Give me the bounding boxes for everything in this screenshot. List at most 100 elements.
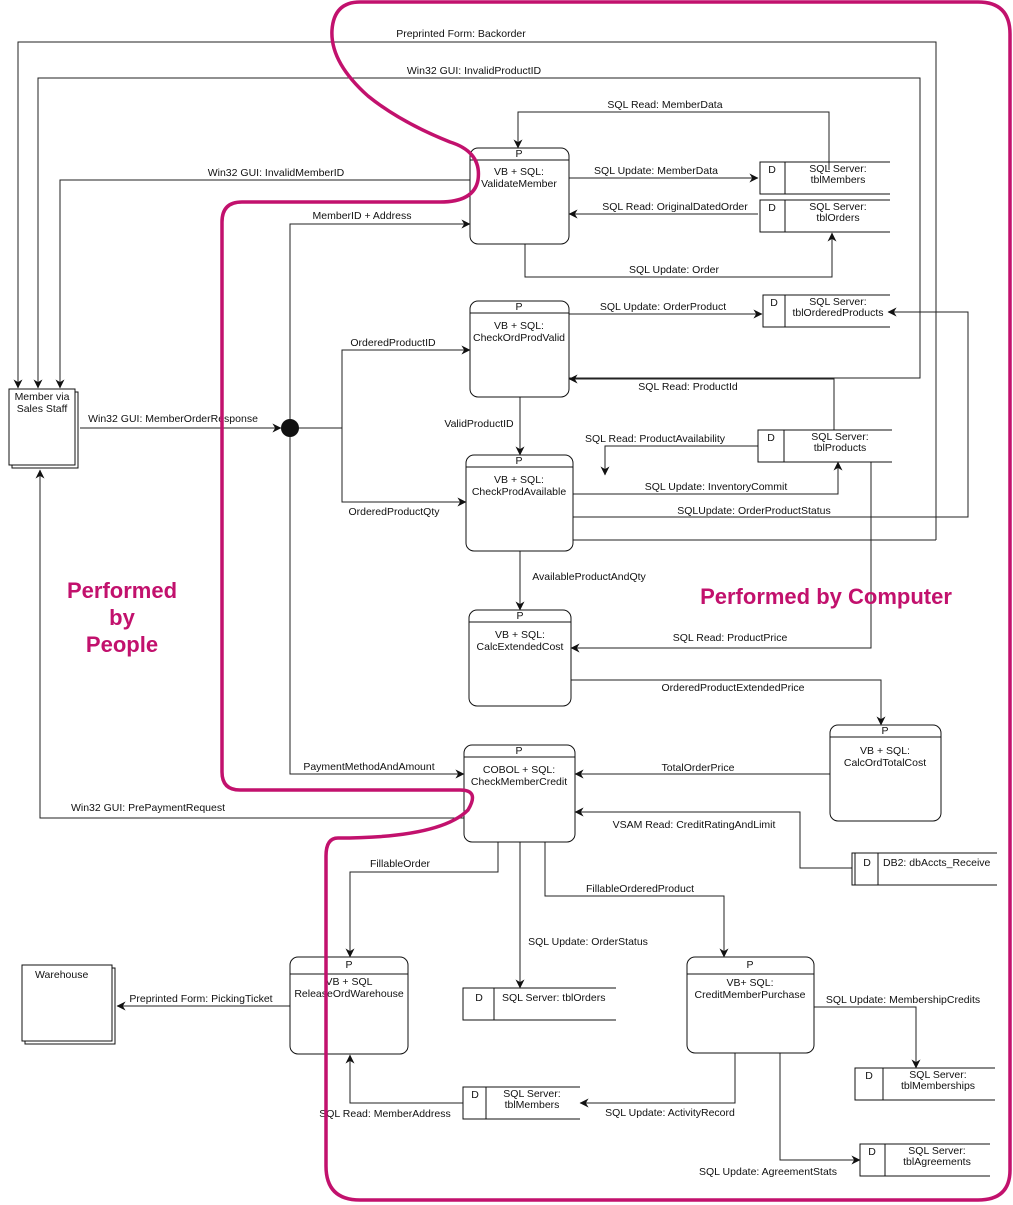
process-tech: VB + SQL:: [860, 745, 910, 757]
process-name: ValidateMember: [481, 178, 557, 190]
flow-update-activity-record: [579, 1053, 736, 1108]
datastore-id: D: [768, 202, 776, 214]
process-id: P: [515, 148, 522, 160]
datastore-line2: tblProducts: [814, 442, 867, 454]
process-id: P: [515, 745, 522, 757]
process-name: CreditMemberPurchase: [695, 989, 806, 1001]
datastore-line1: SQL Server:: [908, 1145, 965, 1157]
flow-label-invalid-member-id: Win32 GUI: InvalidMemberID: [208, 167, 345, 179]
flow-invalid-member-id: [55, 179, 470, 389]
flow-update-order-product-status: [573, 307, 969, 518]
flow-label-invalid-product-id: Win32 GUI: InvalidProductID: [407, 65, 542, 77]
flow-label-read-product-price: SQL Read: ProductPrice: [673, 632, 788, 644]
automation-boundary: [220, 0, 1012, 1202]
process-release-ord-warehouse: P VB + SQL ReleaseOrdWarehouse: [289, 956, 409, 1055]
region-label-people-3: People: [86, 632, 158, 657]
datastore-tbl-members-top: D SQL Server: tblMembers: [759, 161, 890, 195]
process-tech: COBOL + SQL:: [483, 764, 555, 776]
process-tech: VB + SQL:: [494, 474, 544, 486]
process-name: CheckMemberCredit: [471, 776, 567, 788]
process-id: P: [881, 725, 888, 737]
flow-update-agreement-stats: [779, 1053, 861, 1165]
process-tech: VB+ SQL:: [727, 977, 774, 989]
datastore-line1: SQL Server:: [809, 296, 866, 308]
flow-read-product-id: [568, 374, 835, 430]
datastore-id: D: [770, 297, 778, 309]
flow-label-update-order-status: SQL Update: OrderStatus: [528, 936, 648, 948]
datastore-id: D: [863, 857, 871, 869]
flow-label-read-original-dated-order: SQL Read: OriginalDatedOrder: [602, 201, 748, 213]
datastore-line1: SQL Server:: [809, 163, 866, 175]
region-label-people-1: Performed: [67, 578, 177, 603]
datastore-line1: SQL Server:: [811, 431, 868, 443]
flow-label-update-order-product: SQL Update: OrderProduct: [600, 301, 726, 313]
flow-label-read-product-availability: SQL Read: ProductAvailability: [585, 433, 726, 445]
process-name: CheckOrdProdValid: [473, 332, 565, 344]
flow-label-read-member-address: SQL Read: MemberAddress: [319, 1108, 451, 1120]
flow-label-fillable-order: FillableOrder: [370, 858, 431, 870]
datastore-tbl-memberships: D SQL Server: tblMemberships: [854, 1067, 995, 1101]
external-entity-member: Member via Sales Staff: [8, 388, 79, 469]
flow-ordered-product-qty: [290, 427, 467, 507]
process-name: CalcOrdTotalCost: [844, 757, 926, 769]
flow-label-read-product-id: SQL Read: ProductId: [638, 381, 738, 393]
process-name: CalcExtendedCost: [477, 641, 564, 653]
datastore-line1: SQL Server:: [909, 1069, 966, 1081]
flow-label-picking-ticket: Preprinted Form: PickingTicket: [129, 993, 272, 1005]
datastore-tbl-orders-bottom: D SQL Server: tblOrders: [462, 987, 616, 1021]
process-calc-extended-cost: P VB + SQL: CalcExtendedCost: [468, 609, 572, 707]
flow-label-ordered-product-extended-price: OrderedProductExtendedPrice: [662, 682, 805, 694]
process-id: P: [516, 610, 523, 622]
process-id: P: [345, 959, 352, 971]
flow-label-ordered-product-id: OrderedProductID: [350, 337, 436, 349]
flow-update-membership-credits: [814, 1006, 921, 1069]
datastore-id: D: [475, 992, 483, 1004]
datastore-id: D: [865, 1070, 873, 1082]
flow-label-update-order-product-status: SQLUpdate: OrderProductStatus: [677, 505, 831, 517]
datastore-id: D: [471, 1089, 479, 1101]
warehouse-label: Warehouse: [35, 969, 88, 981]
datastore-line1: DB2: dbAccts_Receive: [883, 857, 991, 869]
process-credit-member-purchase: P VB+ SQL: CreditMemberPurchase: [686, 956, 815, 1054]
process-check-prod-available: P VB + SQL: CheckProdAvailable: [465, 454, 574, 552]
flow-label-update-activity-record: SQL Update: ActivityRecord: [605, 1107, 735, 1119]
process-check-member-credit: P COBOL + SQL: CheckMemberCredit: [463, 744, 576, 843]
flow-label-payment-method-and-amount: PaymentMethodAndAmount: [303, 761, 434, 773]
datastore-line2: tblOrders: [816, 212, 859, 224]
datastore-tbl-members-bottom: D SQL Server: tblMembers: [462, 1086, 580, 1120]
flow-invalid-product-id: [33, 77, 921, 389]
flow-label-member-id-address: MemberID + Address: [313, 210, 412, 222]
flow-lines: [13, 41, 969, 1165]
process-tech: VB + SQL:: [494, 166, 544, 178]
flow-payment-method-and-amount: [289, 428, 465, 779]
flow-ordered-product-id: [290, 345, 471, 429]
process-tech: VB + SQL:: [495, 629, 545, 641]
member-label-line1: Member via: [15, 391, 70, 403]
datastore-line2: tblOrderedProducts: [792, 307, 883, 319]
flow-label-pre-payment-request: Win32 GUI: PrePaymentRequest: [71, 802, 225, 814]
flow-pre-payment-request: [35, 469, 464, 819]
flow-label-backorder: Preprinted Form: Backorder: [396, 28, 526, 40]
process-id: P: [515, 455, 522, 467]
flow-label-update-member-data: SQL Update: MemberData: [594, 165, 718, 177]
datastore-line1: SQL Server:: [503, 1088, 560, 1100]
flow-read-product-availability: [600, 445, 758, 476]
flow-label-valid-product-id: ValidProductID: [444, 418, 514, 430]
flow-label-update-inventory-commit: SQL Update: InventoryCommit: [645, 481, 788, 493]
process-name: CheckProdAvailable: [472, 486, 567, 498]
datastore-tbl-products: D SQL Server: tblProducts: [757, 429, 892, 463]
datastore-tbl-agreements: D SQL Server: tblAgreements: [859, 1143, 990, 1177]
datastore-id: D: [767, 432, 775, 444]
flow-read-member-address: [345, 1054, 463, 1104]
flow-label-update-membership-credits: SQL Update: MembershipCredits: [826, 994, 980, 1006]
datastore-line1: SQL Server: tblOrders: [502, 992, 605, 1004]
flow-labels: Preprinted Form: Backorder Win32 GUI: In…: [71, 28, 980, 1178]
flow-label-update-agreement-stats: SQL Update: AgreementStats: [699, 1166, 837, 1178]
datastore-line2: tblAgreements: [903, 1156, 971, 1168]
datastore-line2: tblMembers: [505, 1099, 560, 1111]
process-name: ReleaseOrdWarehouse: [294, 988, 403, 1000]
flow-ordered-product-extended-price: [571, 679, 886, 726]
process-id: P: [746, 959, 753, 971]
flow-label-read-member-data: SQL Read: MemberData: [607, 99, 722, 111]
